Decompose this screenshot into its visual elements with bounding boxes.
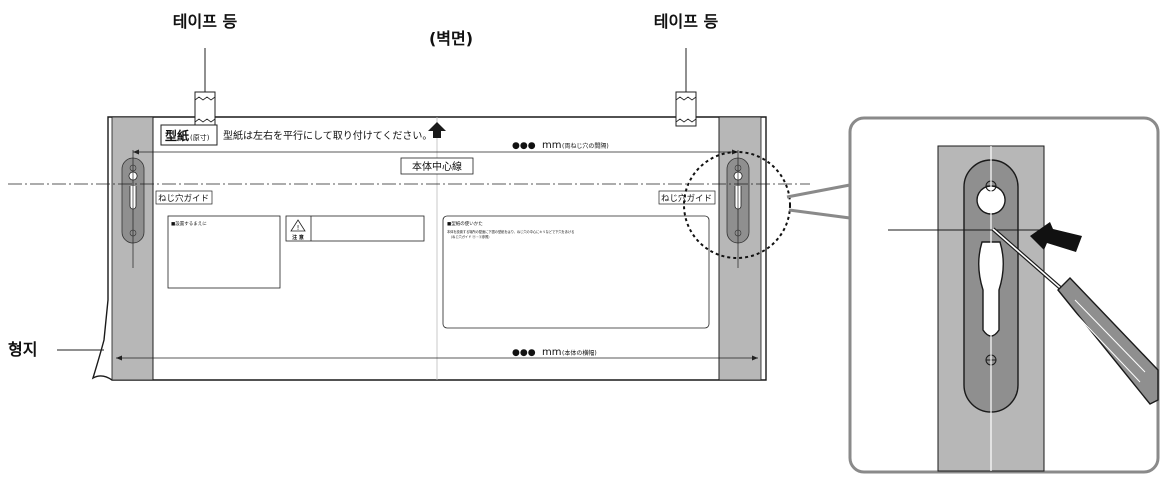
usage-line-2: （ねじ穴ガイド ⓐ・ⓑ参照） <box>449 234 491 239</box>
pointer-arrow-icon <box>1030 222 1082 252</box>
screw-guide-left-box <box>155 190 213 205</box>
width-prefix: ●●● <box>512 348 536 358</box>
center-line-box <box>400 157 474 175</box>
right-mounting-strip <box>718 116 762 381</box>
screw-guide-right-box <box>658 190 716 205</box>
install-note-box <box>167 215 281 289</box>
screw-guide-left: ねじ穴ガイド <box>158 193 209 204</box>
up-arrow-icon <box>428 122 446 138</box>
left-mounting-strip <box>111 116 154 381</box>
tape-right-label: 테이프 등 <box>654 12 719 31</box>
template-badge-sub: (原寸) <box>190 133 210 142</box>
usage-line-1: 本体を設置する場所の壁面に下図の型紙をはり、ねじ穴の中心にキリなどで下穴をあける <box>447 229 574 234</box>
usage-title: ■型紙の使いかた <box>447 220 483 227</box>
width-note: (本体の横幅) <box>562 349 597 357</box>
template-paper: 型紙 (原寸) 型紙は左右を平行にして取り付けてください。 ●●● mm (両ね… <box>91 91 767 381</box>
width-unit: mm <box>542 347 561 358</box>
install-note-title: ■設置するまえに <box>171 220 207 227</box>
template-inner-frame <box>152 116 720 381</box>
magnify-circle <box>683 151 791 259</box>
tape-left-label: 테이프 등 <box>173 12 238 31</box>
caution-word: 注 意 <box>292 234 304 241</box>
hole-spacing-prefix: ●●● <box>512 141 536 151</box>
template-paper-label: 형지 <box>8 340 37 359</box>
screwdriver-icon <box>991 227 1159 405</box>
zoom-panel <box>848 116 1160 474</box>
zoom-connector <box>786 183 852 220</box>
svg-text:!: ! <box>297 224 300 232</box>
template-instruction: 型紙は左右を平行にして取り付けてください。 <box>223 129 432 142</box>
warning-icon <box>290 219 306 232</box>
center-line-label: 本体中心線 <box>412 160 462 173</box>
screw-guide-right: ねじ穴ガイド <box>661 193 712 204</box>
tape-left <box>194 91 216 127</box>
wall-side-label: (벽면) <box>429 29 473 48</box>
template-badge <box>160 124 218 146</box>
hole-spacing-unit: mm <box>542 140 561 151</box>
usage-box <box>442 215 710 329</box>
caution-box <box>285 215 425 242</box>
hole-spacing-note: (両ねじ穴の間隔) <box>562 142 609 150</box>
template-badge-main: 型紙 <box>165 128 189 143</box>
tape-right <box>675 91 697 127</box>
